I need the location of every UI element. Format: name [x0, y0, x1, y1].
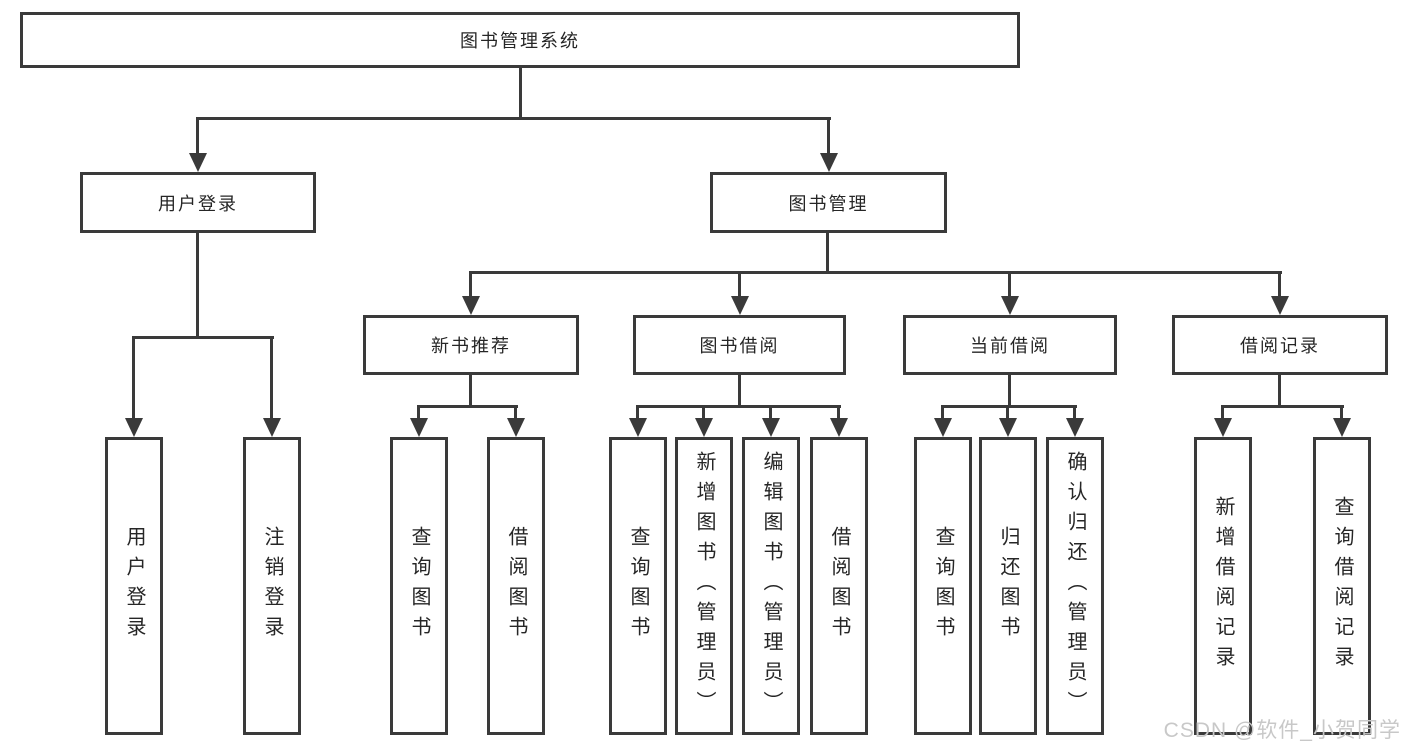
- node-book-management: 图书管理: [710, 172, 947, 233]
- node-user-login: 用户登录: [80, 172, 316, 233]
- connector-branch-line: [636, 405, 639, 425]
- arrow-down-icon: [1001, 296, 1019, 315]
- node-label: 图书管理: [788, 193, 869, 214]
- connector-rail-line: [133, 336, 274, 339]
- arrow-down-icon: [462, 296, 480, 315]
- connector-branch-line: [702, 405, 705, 425]
- connector-branch-line: [417, 405, 420, 425]
- node-add-books-admin: 新增图书（管理员）: [675, 437, 733, 735]
- node-query-books-recommend: 查询图书: [390, 437, 448, 735]
- node-label: 查询图书: [932, 526, 954, 646]
- arrow-down-icon: [507, 418, 525, 437]
- connector-rail-line: [197, 117, 831, 120]
- connector-branch-line: [827, 117, 830, 160]
- connector-rail-line: [1222, 405, 1344, 408]
- arrow-down-icon: [999, 418, 1017, 437]
- node-query-books-borrowing: 查询图书: [609, 437, 667, 735]
- node-label: 查询借阅记录: [1331, 496, 1353, 676]
- arrow-down-icon: [731, 296, 749, 315]
- node-borrow-books-borrowing: 借阅图书: [810, 437, 868, 735]
- arrow-down-icon: [410, 418, 428, 437]
- node-logout: 注销登录: [243, 437, 301, 735]
- arrow-down-icon: [934, 418, 952, 437]
- arrow-down-icon: [762, 418, 780, 437]
- connector-rail-line: [942, 405, 1077, 408]
- connector-stem-line: [469, 375, 472, 408]
- arrow-down-icon: [820, 153, 838, 172]
- connector-stem-line: [1278, 375, 1281, 408]
- arrow-down-icon: [1214, 418, 1232, 437]
- connector-branch-line: [132, 336, 135, 425]
- connector-branch-line: [1006, 405, 1009, 425]
- connector-branch-line: [1008, 271, 1011, 303]
- arrow-down-icon: [189, 153, 207, 172]
- connector-stem-line: [738, 375, 741, 408]
- node-borrow-books-recommend: 借阅图书: [487, 437, 545, 735]
- node-label: 新书推荐: [431, 336, 511, 356]
- connector-rail-line: [470, 271, 1282, 274]
- node-label: 确认归还（管理员）: [1064, 451, 1086, 721]
- arrow-down-icon: [263, 418, 281, 437]
- node-user-login-leaf: 用户登录: [105, 437, 163, 735]
- node-label: 归还图书: [997, 526, 1019, 646]
- connector-branch-line: [941, 405, 944, 425]
- node-return-books: 归还图书: [979, 437, 1037, 735]
- node-label: 用户登录: [123, 526, 145, 646]
- connector-branch-line: [270, 336, 273, 425]
- node-current-borrowing: 当前借阅: [903, 315, 1117, 375]
- connector-branch-line: [738, 271, 741, 303]
- arrow-down-icon: [1333, 418, 1351, 437]
- arrow-down-icon: [1271, 296, 1289, 315]
- node-label: 图书管理系统: [460, 31, 580, 51]
- connector-stem-line: [1008, 375, 1011, 408]
- connector-branch-line: [1073, 405, 1076, 425]
- connector-branch-line: [514, 405, 517, 425]
- arrow-down-icon: [629, 418, 647, 437]
- node-label: 借阅图书: [828, 526, 850, 646]
- connector-branch-line: [769, 405, 772, 425]
- connector-rail-line: [637, 405, 841, 408]
- node-label: 图书借阅: [699, 336, 780, 356]
- node-borrowing-records: 借阅记录: [1172, 315, 1388, 375]
- arrow-down-icon: [125, 418, 143, 437]
- node-label: 借阅记录: [1240, 336, 1320, 356]
- connector-stem-line: [196, 233, 199, 339]
- node-label: 用户登录: [158, 193, 238, 214]
- arrow-down-icon: [695, 418, 713, 437]
- watermark: CSDN @软件_小贺同学: [1163, 719, 1401, 742]
- connector-branch-line: [1278, 271, 1281, 303]
- node-label: 新增图书（管理员）: [693, 451, 715, 721]
- arrow-down-icon: [830, 418, 848, 437]
- connector-branch-line: [1340, 405, 1343, 425]
- connector-branch-line: [469, 271, 472, 303]
- node-label: 当前借阅: [970, 336, 1050, 356]
- node-label: 编辑图书（管理员）: [760, 451, 782, 721]
- node-confirm-return-admin: 确认归还（管理员）: [1046, 437, 1104, 735]
- node-label: 新增借阅记录: [1212, 496, 1234, 676]
- node-label: 查询图书: [627, 526, 649, 646]
- node-add-borrow-record: 新增借阅记录: [1194, 437, 1252, 735]
- node-library-system: 图书管理系统: [20, 12, 1020, 68]
- node-book-borrowing: 图书借阅: [633, 315, 846, 375]
- connector-branch-line: [196, 117, 199, 160]
- connector-stem-line: [519, 68, 522, 120]
- connector-branch-line: [837, 405, 840, 425]
- connector-branch-line: [1221, 405, 1224, 425]
- node-label: 借阅图书: [505, 526, 527, 646]
- node-label: 注销登录: [261, 526, 283, 646]
- node-label: 查询图书: [408, 526, 430, 646]
- node-edit-books-admin: 编辑图书（管理员）: [742, 437, 800, 735]
- node-query-borrow-record: 查询借阅记录: [1313, 437, 1371, 735]
- connector-stem-line: [826, 233, 829, 274]
- arrow-down-icon: [1066, 418, 1084, 437]
- connector-rail-line: [418, 405, 518, 408]
- node-new-book-recommendation: 新书推荐: [363, 315, 579, 375]
- node-query-books-current: 查询图书: [914, 437, 972, 735]
